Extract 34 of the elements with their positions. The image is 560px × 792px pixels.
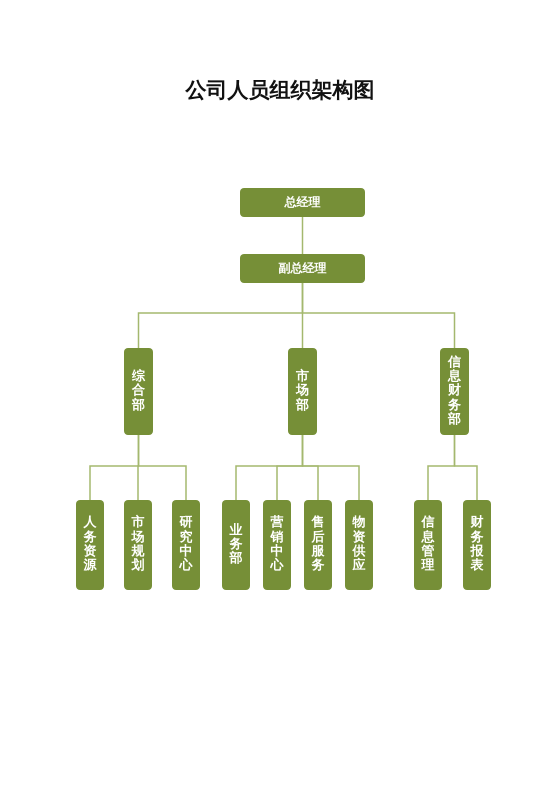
node-label: 总经理 (284, 195, 320, 210)
node-label: 信息管理 (422, 516, 434, 574)
node-label: 营销中心 (270, 516, 284, 574)
org-box (172, 500, 200, 590)
node-label: 人务资源 (84, 516, 96, 574)
org-box (440, 348, 469, 435)
connector-line (302, 283, 456, 348)
node-label: 综合部 (132, 370, 145, 413)
title: 公司人员组织架构图 (186, 77, 374, 104)
org-box (345, 500, 373, 590)
node-label: 市场部 (296, 370, 309, 413)
org-box (124, 500, 152, 590)
node-label: 售后服务 (312, 516, 324, 574)
org-box (414, 500, 442, 590)
node-label: 财务报表 (470, 516, 484, 574)
org-box (222, 500, 250, 590)
connector-line (302, 217, 304, 254)
org-box (263, 500, 291, 590)
node-label: 研究中心 (180, 516, 192, 574)
org-box (463, 500, 491, 590)
org-box (288, 348, 317, 435)
org-box (240, 254, 365, 283)
node-label: 信息财务部 (448, 356, 461, 428)
connector-line (138, 435, 187, 500)
node-label: 物资供应 (352, 516, 366, 574)
connector-line (302, 435, 360, 500)
node-label: 副总经理 (278, 261, 326, 276)
node-label: 业务部 (230, 524, 242, 566)
org-box (240, 188, 365, 217)
org-box (304, 500, 332, 590)
node-label: 市场规划 (132, 516, 144, 574)
connector-line (454, 435, 478, 500)
org-box (124, 348, 153, 435)
org-box (76, 500, 104, 590)
